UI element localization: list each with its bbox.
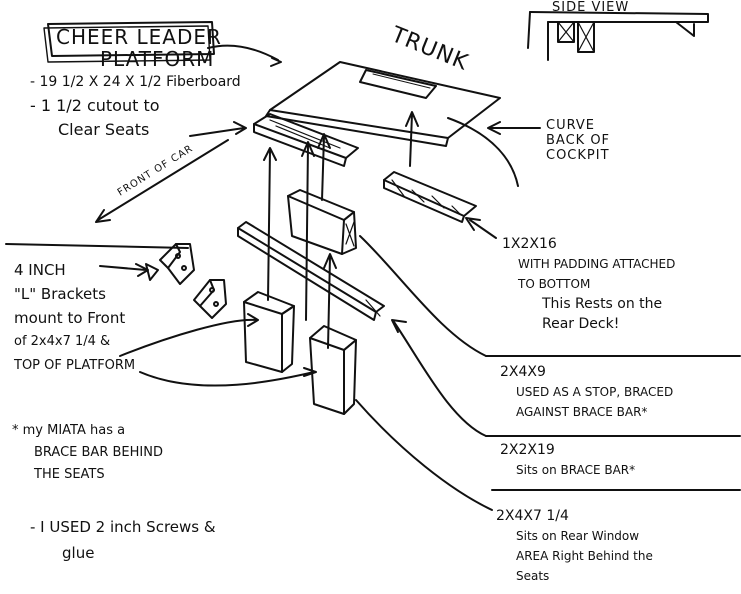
front-stand — [253, 113, 359, 167]
title-line-2: PLATFORM — [100, 47, 215, 71]
platform-note-3: Clear Seats — [58, 120, 150, 139]
screws-note-2: glue — [62, 544, 95, 562]
trunk-label: TRUNK — [387, 22, 472, 76]
screws-note: - I USED 2 inch Screws & glue — [30, 514, 216, 566]
part-2x4x7-title: 2X4X7 1/4 — [496, 508, 569, 524]
part-2x4x7-desc-3: Seats — [516, 569, 550, 583]
brace-note-1: * my MIATA has a — [12, 423, 126, 438]
block-2x4x7-left — [243, 291, 295, 373]
brace-note-2: BRACE BAR BEHIND — [34, 445, 163, 460]
cockpit-curve — [447, 117, 519, 187]
brackets-note: 4 INCH "L" Brackets mount to Front of 2x… — [14, 258, 135, 378]
part-2x4x9-title: 2X4X9 — [500, 364, 546, 380]
l-bracket-2 — [193, 279, 227, 319]
curve-line-3: COCKPIT — [546, 148, 610, 163]
brackets-note-3: mount to Front — [14, 309, 126, 327]
part-1x2x16-title: 1X2X16 — [502, 236, 557, 252]
platform-board — [265, 61, 501, 147]
side-view-label: SIDE VIEW — [552, 0, 629, 15]
side-view-sketch — [527, 11, 709, 61]
page-title: CHEER LEADER PLATFORM — [56, 26, 222, 70]
part-2x4x7-desc-1: Sits on Rear Window — [516, 529, 640, 543]
platform-note-2: - 1 1/2 cutout to — [30, 96, 160, 115]
brace-note: * my MIATA has a BRACE BAR BEHIND THE SE… — [12, 420, 163, 486]
part-2x4x9-label: 2X4X9 USED AS A STOP, BRACED AGAINST BRA… — [500, 362, 673, 422]
brackets-note-2: "L" Brackets — [14, 285, 106, 303]
cockpit-curve-label: CURVE BACK OF COCKPIT — [546, 118, 610, 163]
curve-line-1: CURVE — [546, 118, 596, 133]
curve-line-2: BACK OF — [546, 133, 611, 148]
title-box — [47, 21, 215, 57]
part-2x4x7-desc-2: AREA Right Behind the — [516, 549, 653, 563]
front-of-car-label: FRONT OF CAR — [116, 143, 196, 198]
part-1x2x16-desc-3: This Rests on the — [542, 296, 663, 312]
block-2x4x9 — [287, 189, 357, 255]
padded-strip — [383, 171, 477, 223]
brace-note-3: THE SEATS — [34, 467, 105, 482]
part-2x2x19-desc: Sits on BRACE BAR* — [516, 463, 636, 477]
part-2x4x9-desc-1: USED AS A STOP, BRACED — [516, 385, 674, 399]
part-1x2x16-desc-4: Rear Deck! — [542, 316, 620, 332]
brackets-note-5: TOP OF PLATFORM — [14, 358, 136, 373]
part-2x2x19-title: 2X2X19 — [500, 442, 555, 458]
block-2x4x7-right — [309, 325, 357, 415]
brackets-note-1: 4 INCH — [14, 261, 66, 279]
screws-note-1: - I USED 2 inch Screws & — [30, 518, 216, 536]
part-2x2x19-label: 2X2X19 Sits on BRACE BAR* — [500, 440, 635, 480]
part-1x2x16-desc-1: WITH PADDING ATTACHED — [518, 257, 676, 271]
platform-notes: - 19 1/2 X 24 X 1/2 Fiberboard - 1 1/2 c… — [30, 70, 241, 142]
part-1x2x16-label: 1X2X16 WITH PADDING ATTACHED TO BOTTOM T… — [502, 234, 675, 334]
brackets-note-4: of 2x4x7 1/4 & — [14, 334, 111, 349]
part-2x4x9-desc-2: AGAINST BRACE BAR* — [516, 405, 648, 419]
title-line-1: CHEER LEADER — [56, 25, 222, 49]
part-1x2x16-desc-2: TO BOTTOM — [518, 277, 591, 291]
part-2x4x7-label: 2X4X7 1/4 Sits on Rear Window AREA Right… — [496, 506, 653, 586]
platform-note-1: - 19 1/2 X 24 X 1/2 Fiberboard — [30, 74, 241, 90]
bracket-mark — [145, 263, 159, 281]
l-bracket-1 — [159, 243, 195, 285]
